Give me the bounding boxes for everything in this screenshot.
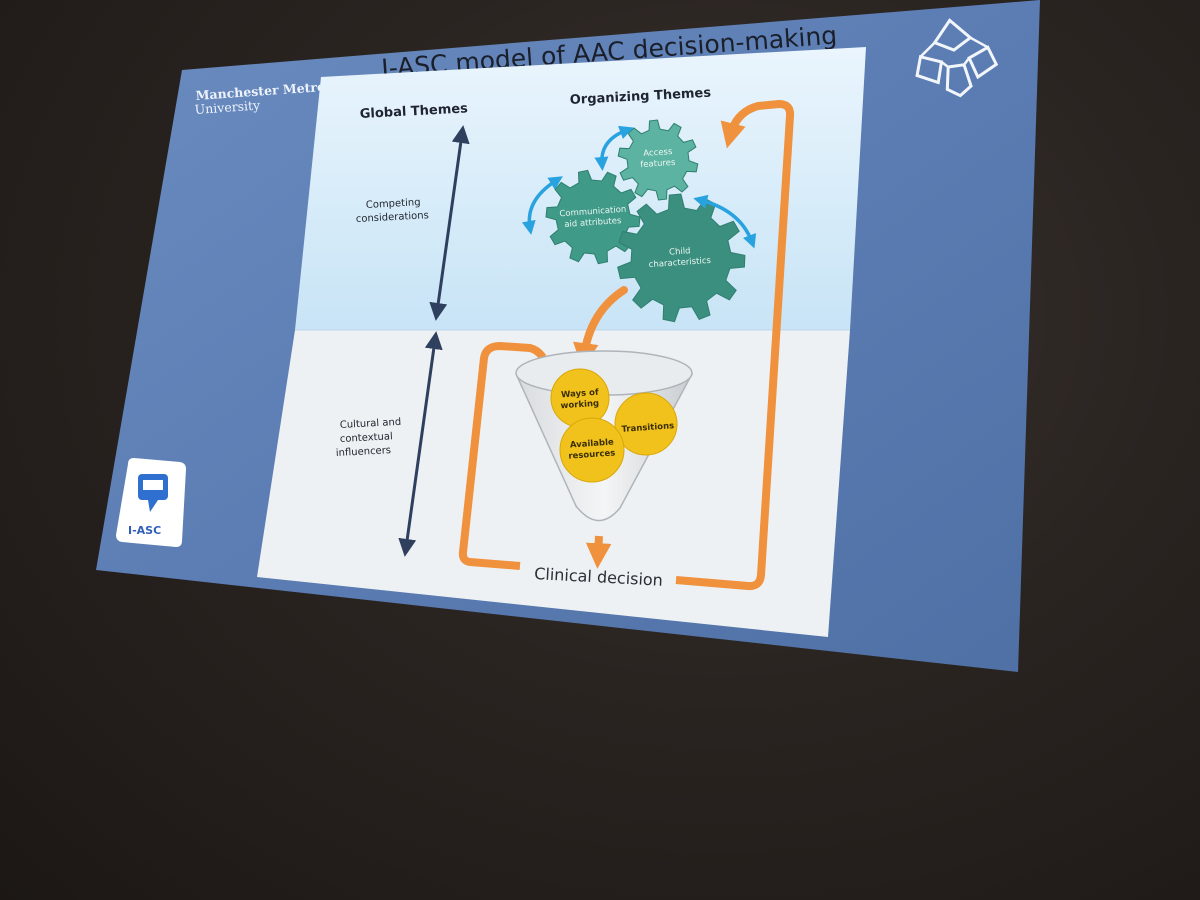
rotation-arrow-access: [594, 125, 634, 171]
gear-child-label-2: characteristics: [648, 256, 711, 270]
rotation-arrow-communication: [521, 176, 563, 235]
transitions-label: Transitions: [621, 421, 674, 435]
i-asc-logo-label: I-ASC: [128, 524, 161, 537]
orange-arrow-funnel-to-decision: [585, 535, 612, 569]
cultural-influencers-label-2: contextual: [340, 431, 393, 445]
transitions-circle: [614, 392, 678, 456]
ways-of-working-label-2: working: [560, 399, 599, 412]
ways-of-working-label-1: Ways of: [561, 388, 600, 401]
rotation-arrow-child: [693, 194, 757, 249]
orange-loop-right: [675, 100, 795, 591]
orange-arrow-gears-to-funnel: [573, 286, 628, 369]
competing-considerations-axis: [429, 125, 470, 321]
competing-considerations-label-1: Competing: [366, 197, 421, 211]
available-resources-circle: [559, 417, 625, 483]
orange-loop-left: [458, 342, 559, 570]
available-resources-label-2: resources: [568, 448, 616, 461]
gear-access-label-2: features: [640, 158, 676, 170]
cultural-influencers-label-3: influencers: [336, 445, 392, 459]
gear-access-label-1: Access: [643, 147, 673, 159]
gear-communication-label-2: aid attributes: [564, 216, 622, 230]
organizing-themes-header: Organizing Themes: [569, 86, 711, 108]
competing-considerations-label-2: considerations: [356, 210, 430, 225]
cultural-influencers-axis: [398, 331, 443, 557]
university-emblem-icon: [915, 18, 999, 98]
available-resources-label-1: Available: [570, 437, 615, 450]
university-name-line2: University: [194, 97, 261, 117]
gear-communication-label-1: Communication: [559, 205, 627, 220]
cultural-influencers-label-1: Cultural and: [340, 417, 402, 431]
global-themes-header: Global Themes: [359, 101, 468, 122]
i-asc-logo: I-ASC: [116, 458, 186, 547]
gear-child-label-1: Child: [669, 246, 691, 257]
